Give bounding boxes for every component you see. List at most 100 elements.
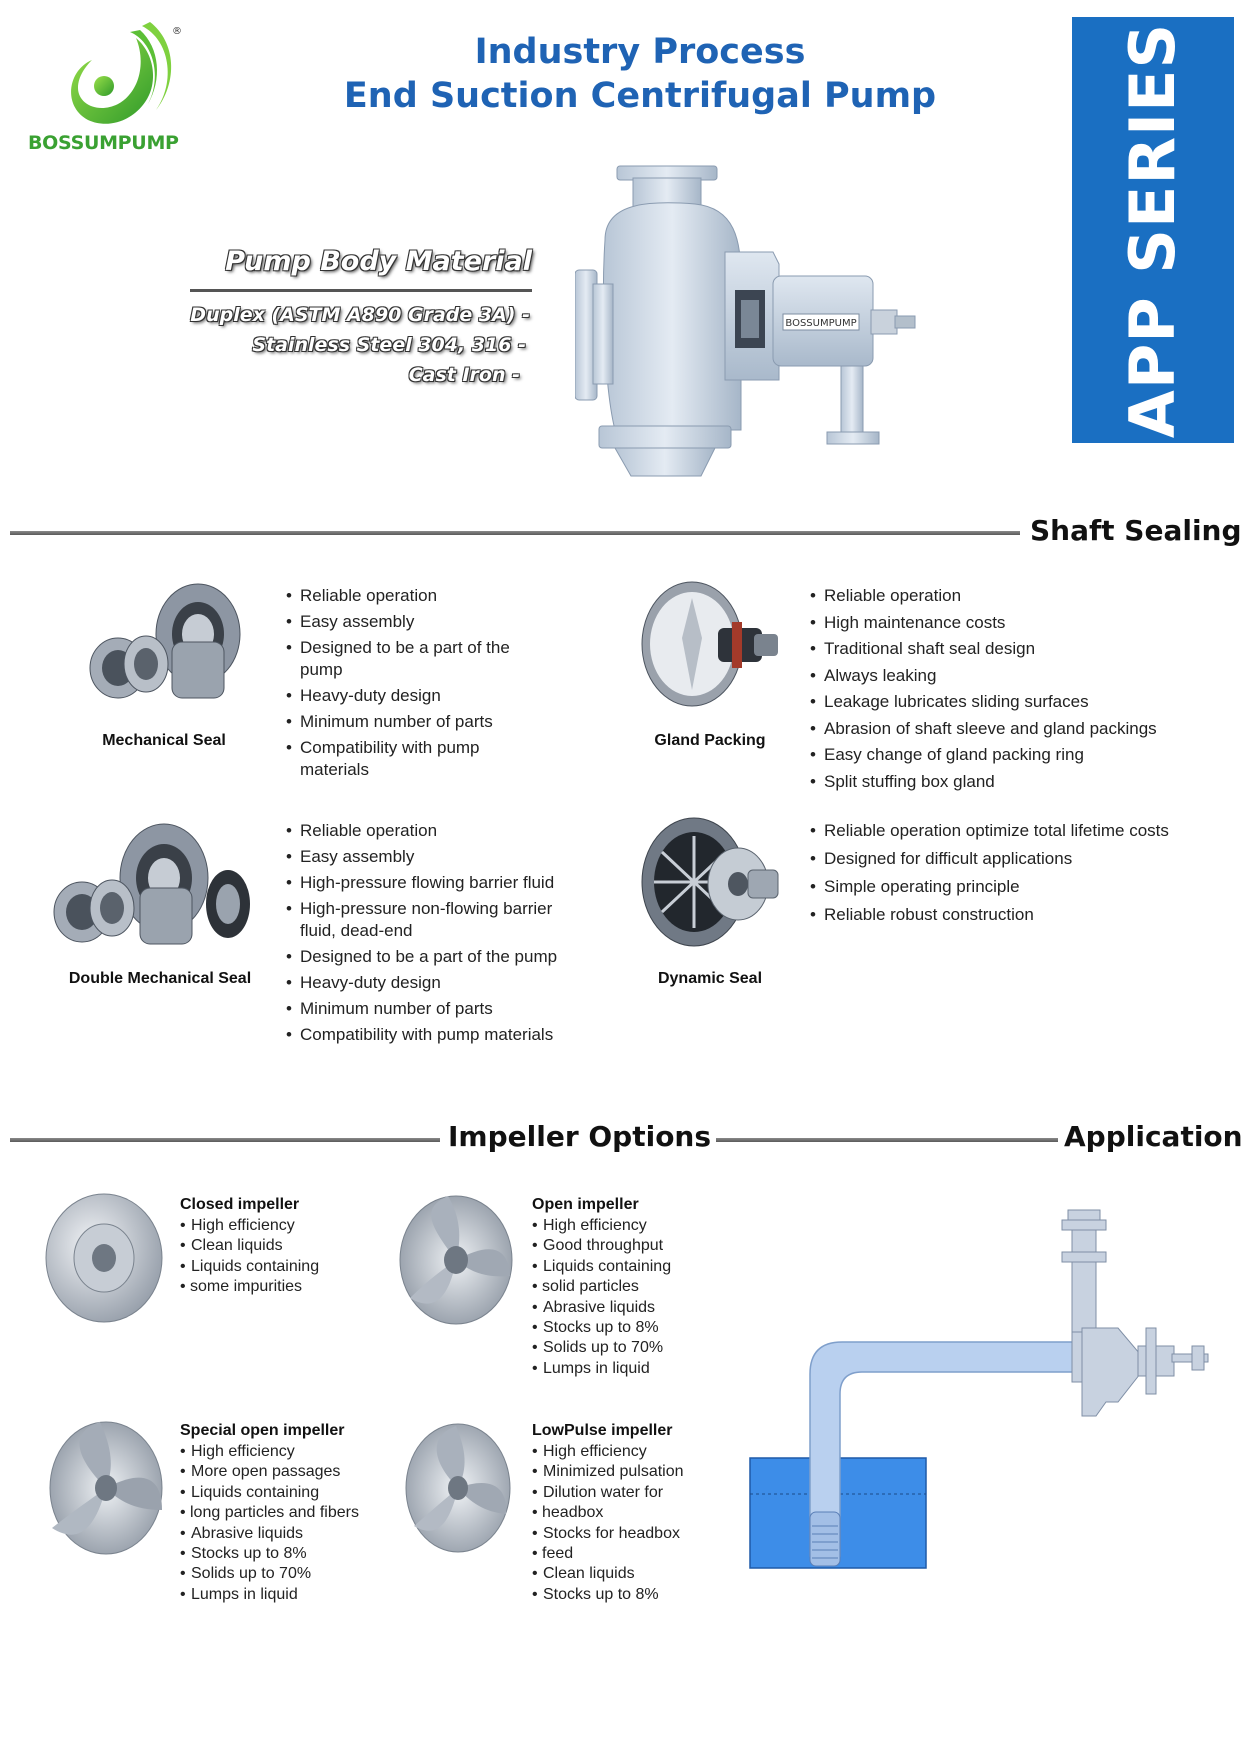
list-item: Always leaking: [808, 665, 1228, 687]
list-item: Reliable robust construction: [808, 904, 1228, 926]
lowpulse-impeller-image: [405, 1423, 511, 1553]
list-item: Abrasive liquids: [532, 1298, 671, 1319]
series-banner: [1072, 17, 1234, 443]
section-divider-shaft: [10, 531, 1020, 535]
special-open-impeller-image: [49, 1421, 163, 1555]
list-item: solid particles: [532, 1277, 671, 1298]
list-item: Minimum number of parts: [284, 711, 584, 733]
gland-packing-label: Gland Packing: [654, 732, 766, 749]
section-title-shaft-sealing: Shaft Sealing: [1030, 514, 1241, 547]
material-item: Duplex (ASTM A890 Grade 3A) -: [190, 304, 530, 326]
list-item: Reliable operation: [284, 820, 614, 842]
mechanical-seal-features: Reliable operation Easy assembly Designe…: [284, 585, 584, 785]
list-item: Designed to be a part of the pump: [284, 637, 514, 681]
list-item: High efficiency: [180, 1442, 359, 1463]
list-item: headbox: [532, 1503, 690, 1524]
list-item: Minimized pulsation: [532, 1462, 690, 1483]
list-item: Liquids containing: [532, 1257, 671, 1278]
double-mechanical-seal-features: Reliable operation Easy assembly High-pr…: [284, 820, 614, 1050]
application-diagram: [749, 1209, 1209, 1569]
lowpulse-impeller-title: LowPulse impeller: [532, 1422, 673, 1439]
list-item: Clean liquids: [532, 1564, 690, 1585]
list-item: long particles and fibers: [180, 1503, 359, 1524]
dynamic-seal-features: Reliable operation optimize total lifeti…: [808, 820, 1228, 932]
section-divider-impeller: [10, 1138, 440, 1142]
list-item: Reliable operation: [808, 585, 1228, 607]
list-item: Solids up to 70%: [532, 1338, 671, 1359]
list-item: Abrasion of shaft sleeve and gland packi…: [808, 718, 1228, 740]
section-title-impeller-options: Impeller Options: [448, 1120, 712, 1153]
list-item: Abrasive liquids: [180, 1524, 359, 1545]
closed-impeller-title: Closed impeller: [180, 1196, 300, 1213]
dynamic-seal-label: Dynamic Seal: [657, 970, 763, 987]
open-impeller-image: [399, 1195, 513, 1325]
list-item: Heavy-duty design: [284, 685, 584, 707]
list-item: Simple operating principle: [808, 876, 1228, 898]
page-title-line2: End Suction Centrifugal Pump: [343, 76, 937, 116]
section-title-application: Application: [1064, 1120, 1241, 1153]
double-mechanical-seal-label: Double Mechanical Seal: [68, 970, 252, 987]
list-item: Stocks up to 8%: [532, 1585, 690, 1605]
section-divider-application: [716, 1138, 1058, 1142]
gland-packing-features: Reliable operation High maintenance cost…: [808, 585, 1228, 797]
list-item: Easy change of gland packing ring: [808, 744, 1228, 766]
closed-impeller-image: [45, 1193, 163, 1323]
list-item: High efficiency: [180, 1216, 319, 1237]
list-item: Minimum number of parts: [284, 998, 614, 1020]
dynamic-seal-image: [641, 817, 779, 947]
list-item: High efficiency: [532, 1442, 690, 1463]
double-mechanical-seal-image: [53, 823, 250, 945]
mechanical-seal-image: [89, 583, 241, 699]
special-open-impeller-features: High efficiency More open passages Liqui…: [180, 1442, 359, 1606]
list-item: Compatibility with pump materials: [284, 1024, 614, 1046]
list-item: Solids up to 70%: [180, 1564, 359, 1585]
list-item: some impurities: [180, 1277, 319, 1298]
list-item: Clean liquids: [180, 1236, 319, 1257]
list-item: Lumps in liquid: [532, 1359, 671, 1380]
pump-body-diagram: [1081, 1327, 1141, 1417]
brand-logo-icon: ®: [71, 22, 182, 124]
list-item: feed: [532, 1544, 690, 1565]
material-item: Stainless Steel 304, 316 -: [252, 334, 526, 356]
list-item: Reliable operation: [284, 585, 584, 607]
list-item: Good throughput: [532, 1236, 671, 1257]
open-impeller-title: Open impeller: [532, 1196, 639, 1213]
list-item: Split stuffing box gland: [808, 771, 1228, 793]
list-item: Stocks up to 8%: [532, 1318, 671, 1339]
list-item: Compatibility with pump materials: [284, 737, 514, 781]
list-item: Designed for difficult applications: [808, 848, 1228, 870]
list-item: High efficiency: [532, 1216, 671, 1237]
list-item: High maintenance costs: [808, 612, 1228, 634]
material-title: Pump Body Material: [225, 246, 532, 277]
list-item: High-pressure flowing barrier fluid: [284, 872, 614, 894]
page-title-line1: Industry Process: [474, 32, 806, 72]
mechanical-seal-label: Mechanical Seal: [102, 732, 226, 749]
list-item: High-pressure non-flowing barrier fluid,…: [284, 898, 584, 942]
material-divider: [190, 289, 532, 292]
list-item: Stocks for headbox: [532, 1524, 690, 1545]
brand-name: BOSSUMPUMP: [28, 132, 179, 154]
list-item: Leakage lubricates sliding surfaces: [808, 691, 1228, 713]
list-item: Reliable operation optimize total lifeti…: [808, 820, 1228, 842]
list-item: Traditional shaft seal design: [808, 638, 1228, 660]
list-item: Liquids containing: [180, 1257, 319, 1278]
closed-impeller-features: High efficiency Clean liquids Liquids co…: [180, 1216, 319, 1298]
registered-mark: ®: [172, 26, 182, 37]
material-item: Cast Iron -: [408, 364, 520, 386]
list-item: Easy assembly: [284, 846, 614, 868]
special-open-impeller-title: Special open impeller: [180, 1422, 345, 1439]
list-item: Lumps in liquid: [180, 1585, 359, 1606]
list-item: Designed to be a part of the pump: [284, 946, 614, 968]
series-label: APP SERIES: [1116, 22, 1190, 438]
list-item: Dilution water for: [532, 1483, 690, 1504]
pump-nameplate-text: BOSSUMPUMP: [785, 318, 856, 329]
list-item: More open passages: [180, 1462, 359, 1483]
list-item: Stocks up to 8%: [180, 1544, 359, 1565]
open-impeller-features: High efficiency Good throughput Liquids …: [532, 1216, 671, 1380]
gland-packing-image: [641, 581, 778, 707]
list-item: Easy assembly: [284, 611, 584, 633]
pump-image: BOSSUMPUMP: [575, 165, 916, 477]
list-item: Heavy-duty design: [284, 972, 614, 994]
list-item: Liquids containing: [180, 1483, 359, 1504]
series-banner-text-wrap: APP SERIES: [1072, 17, 1234, 443]
